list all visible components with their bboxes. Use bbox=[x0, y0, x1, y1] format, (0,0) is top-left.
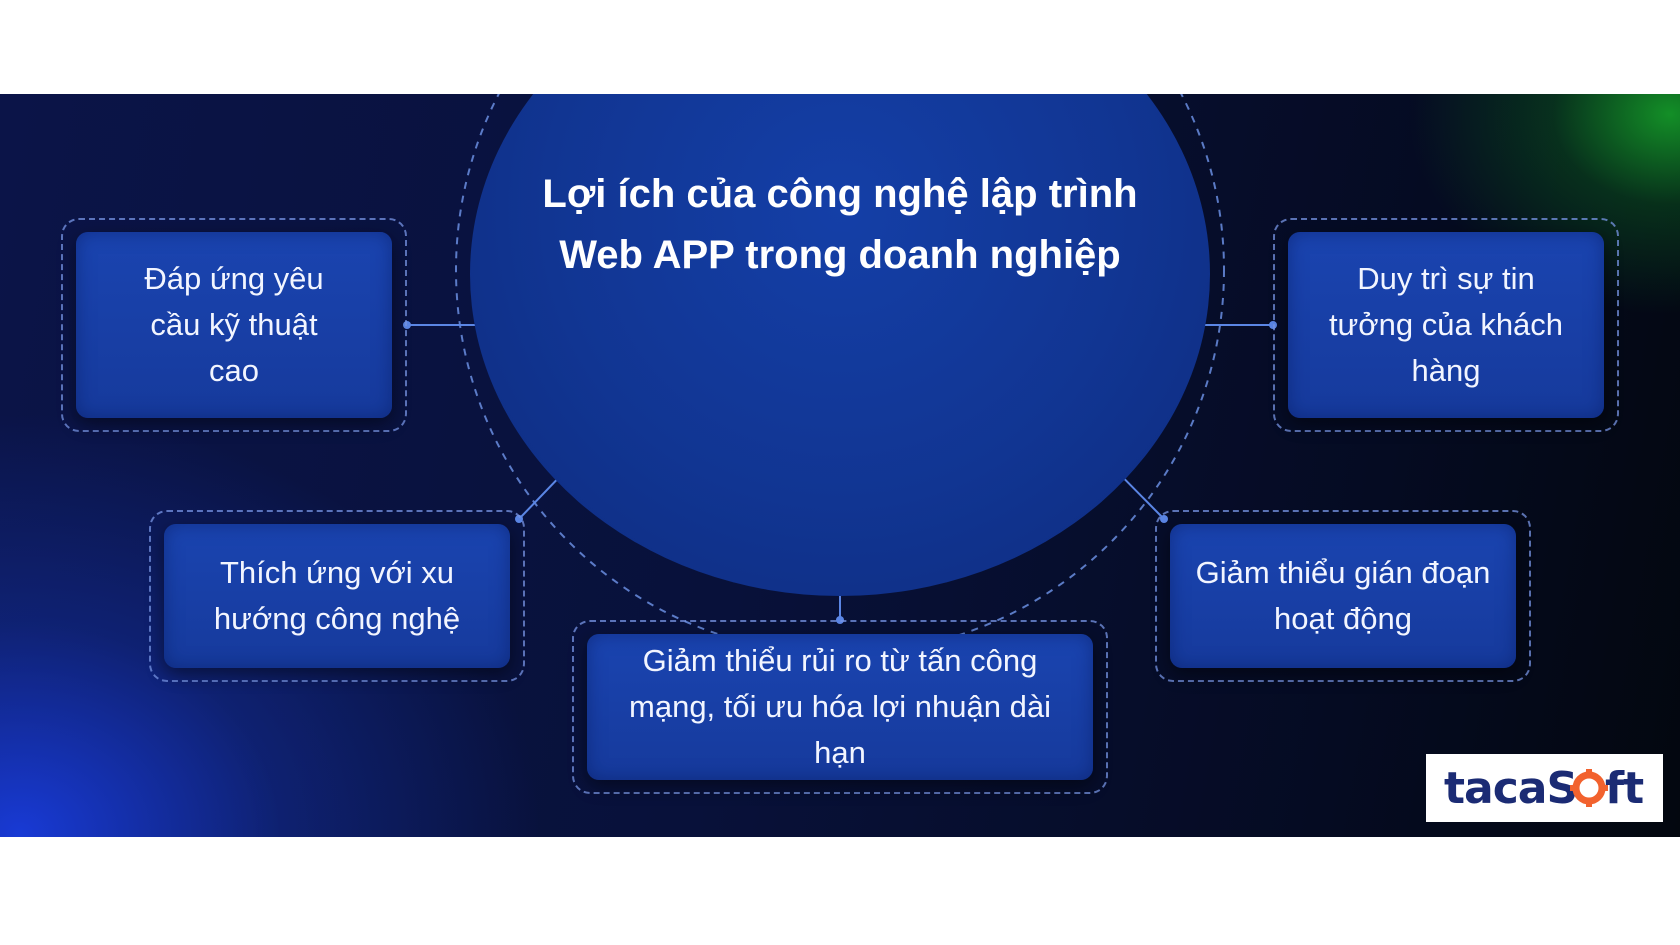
node-frame-mid-right bbox=[1155, 510, 1531, 682]
benefit-node-technical-requirements: Đáp ứng yêu cầu kỹ thuật cao bbox=[76, 232, 392, 418]
diagram-banner: Lợi ích của công nghệ lập trình Web APP … bbox=[0, 94, 1680, 837]
svg-text:tacaS: tacaS bbox=[1444, 763, 1577, 814]
tacasoft-logo-mark: tacaS ft bbox=[1444, 763, 1645, 814]
node-frame-top-left bbox=[61, 218, 407, 432]
gear-o-icon bbox=[1569, 769, 1608, 807]
tacasoft-logo: tacaS ft bbox=[1426, 754, 1663, 822]
benefit-node-customer-trust: Duy trì sự tin tưởng của khách hàng bbox=[1288, 232, 1604, 418]
node-frame-top-right bbox=[1273, 218, 1619, 432]
svg-text:ft: ft bbox=[1605, 763, 1644, 814]
node-frame-mid-left bbox=[149, 510, 525, 682]
hub-circle bbox=[470, 94, 1210, 596]
diagram-title: Lợi ích của công nghệ lập trình Web APP … bbox=[542, 172, 1138, 277]
benefit-node-tech-trends: Thích ứng với xu hướng công nghệ bbox=[164, 524, 510, 668]
node-frame-bottom bbox=[572, 620, 1108, 794]
benefit-node-cyber-risk: Giảm thiểu rủi ro từ tấn công mạng, tối … bbox=[587, 634, 1093, 780]
benefit-node-reduce-disruption: Giảm thiểu gián đoạn hoạt động bbox=[1170, 524, 1516, 668]
